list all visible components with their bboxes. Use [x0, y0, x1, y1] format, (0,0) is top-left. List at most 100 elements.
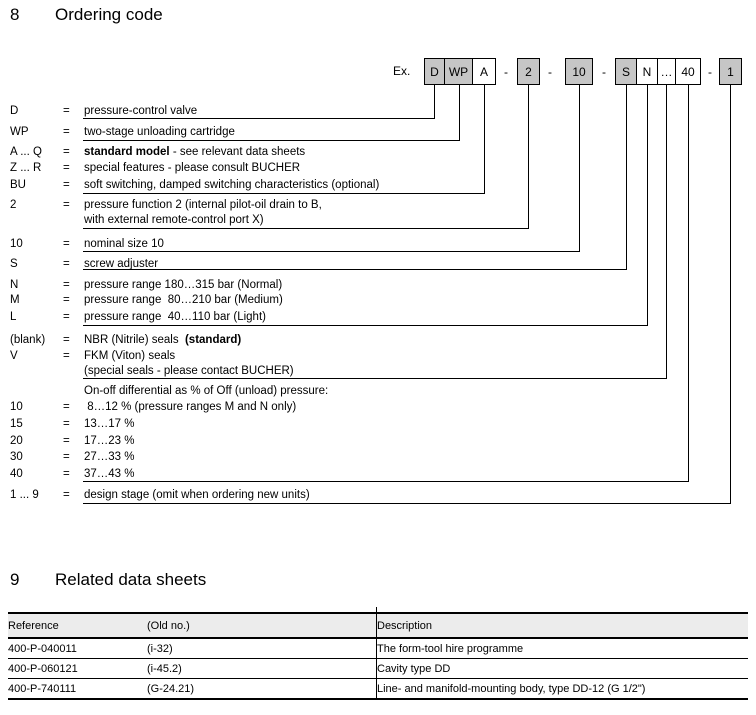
equals-sign: =: [63, 401, 70, 413]
equals-sign: =: [63, 238, 70, 250]
table-row: 400-P-060121 (i-45.2) Cavity type DD: [8, 658, 748, 679]
example-label: Ex.: [393, 64, 411, 78]
code-separator: -: [602, 64, 606, 79]
connector-line: [666, 85, 667, 378]
legend-row: N=pressure range 180…315 bar (Normal): [0, 278, 756, 293]
legend-code: WP: [10, 126, 29, 138]
legend-row: D=pressure-control valve: [0, 104, 756, 119]
section-number-8: 8: [10, 5, 20, 24]
legend-description: pressure range 180…315 bar (Normal): [84, 279, 283, 291]
cell-reference: 400-P-040011: [8, 638, 147, 659]
code-box-n: N: [636, 58, 658, 85]
legend-description: NBR (Nitrile) seals (standard): [84, 334, 242, 346]
connector-line: [459, 85, 460, 140]
cell-old-no: (i-45.2): [147, 658, 377, 679]
legend-description: special features - please consult BUCHER: [84, 162, 301, 174]
table-column-divider-tick: [376, 607, 377, 612]
legend-description: 37…43 %: [84, 468, 135, 480]
legend-code: M: [10, 294, 20, 306]
legend-code: 15: [10, 418, 23, 430]
legend-code: D: [10, 105, 19, 117]
connector-line: [484, 85, 485, 193]
equals-sign: =: [63, 350, 70, 362]
legend-description: nominal size 10: [84, 238, 164, 250]
legend-code: 30: [10, 451, 23, 463]
legend-description: with external remote-control port X): [84, 214, 264, 226]
connector-line: [83, 251, 580, 252]
connector-line: [83, 140, 460, 141]
connector-line: [626, 85, 627, 269]
legend-code: 1 ... 9: [10, 489, 39, 501]
related-data-sheets-table: Reference (Old no.) Description 400-P-04…: [8, 612, 748, 700]
code-separator: -: [708, 64, 712, 79]
equals-sign: =: [63, 489, 70, 501]
cell-reference: 400-P-060121: [8, 658, 147, 679]
equals-sign: =: [63, 199, 70, 211]
legend-code: (blank): [10, 334, 46, 346]
equals-sign: =: [63, 126, 70, 138]
legend-row: Z ... R=special features - please consul…: [0, 161, 756, 176]
legend-description: pressure range 80…210 bar (Medium): [84, 294, 283, 306]
legend-description: screw adjuster: [84, 258, 159, 270]
connector-line: [434, 85, 435, 118]
legend-description: soft switching, damped switching charact…: [84, 179, 380, 191]
connector-line: [83, 193, 485, 194]
equals-sign: =: [63, 451, 70, 463]
connector-line: [730, 85, 731, 503]
code-box-10: 10: [565, 58, 593, 85]
equals-sign: =: [63, 279, 70, 291]
legend-code: BU: [10, 179, 26, 191]
equals-sign: =: [63, 179, 70, 191]
legend-description: 8…12 % (pressure ranges M and N only): [84, 401, 297, 413]
connector-line: [83, 481, 689, 482]
legend-row: M=pressure range 80…210 bar (Medium): [0, 293, 756, 308]
equals-sign: =: [63, 418, 70, 430]
legend-description: (special seals - please contact BUCHER): [84, 365, 294, 377]
legend-description: 17…23 %: [84, 435, 135, 447]
cell-old-no: (G-24.21): [147, 678, 377, 699]
equals-sign: =: [63, 311, 70, 323]
legend-description: two-stage unloading cartridge: [84, 126, 235, 138]
code-box-40: 40: [675, 58, 701, 85]
code-box-d: D: [424, 58, 445, 85]
cell-description: Cavity type DD: [376, 658, 748, 679]
cell-description: The form-tool hire programme: [376, 638, 748, 659]
connector-line: [83, 269, 627, 270]
legend-row: 30 = 27…33 %: [0, 450, 756, 465]
connector-line: [83, 378, 667, 379]
connector-line: [688, 85, 689, 481]
column-header-reference: Reference: [8, 613, 147, 639]
code-separator: -: [548, 64, 552, 79]
column-header-old-no: (Old no.): [147, 613, 377, 639]
legend-description: On-off differential as % of Off (unload)…: [84, 385, 329, 397]
legend-code: A ... Q: [10, 146, 42, 158]
legend-row: 20=17…23 %: [0, 434, 756, 449]
legend-row: (blank) = NBR (Nitrile) seals (standard): [0, 333, 756, 348]
legend-code: V: [10, 350, 18, 362]
section-title-ordering-code: Ordering code: [55, 5, 163, 24]
legend-row: 2=pressure function 2 (internal pilot-oi…: [0, 198, 756, 213]
cell-description: Line- and manifold-mounting body, type D…: [377, 682, 646, 695]
legend-row: 10= 8…12 % (pressure ranges M and N only…: [0, 400, 756, 415]
equals-sign: =: [63, 334, 70, 346]
connector-line: [83, 503, 731, 504]
legend-row: 10 = nominal size 10: [0, 237, 756, 252]
legend-description: 13…17 %: [84, 418, 135, 430]
legend-code: 20: [10, 435, 23, 447]
legend-row: V = FKM (Viton) seals: [0, 349, 756, 364]
equals-sign: =: [63, 468, 70, 480]
legend-description: 27…33 %: [84, 451, 135, 463]
connector-line: [83, 118, 435, 119]
legend-description: FKM (Viton) seals: [84, 350, 176, 362]
cell-reference: 400-P-740111: [8, 682, 77, 695]
connector-line: [647, 85, 648, 325]
column-header-description: Description: [376, 613, 748, 639]
legend-row: L=pressure range 40…110 bar (Light): [0, 310, 756, 325]
legend-code: L: [10, 311, 17, 323]
legend-code: 10: [10, 238, 23, 250]
code-box-blank: …: [657, 58, 676, 85]
legend-row: On-off differential as % of Off (unload)…: [0, 384, 756, 399]
code-box-a: A: [472, 58, 496, 85]
legend-code: S: [10, 258, 18, 270]
table-row: 400-P-740111 (G-24.21) Line- and manifol…: [8, 678, 748, 699]
